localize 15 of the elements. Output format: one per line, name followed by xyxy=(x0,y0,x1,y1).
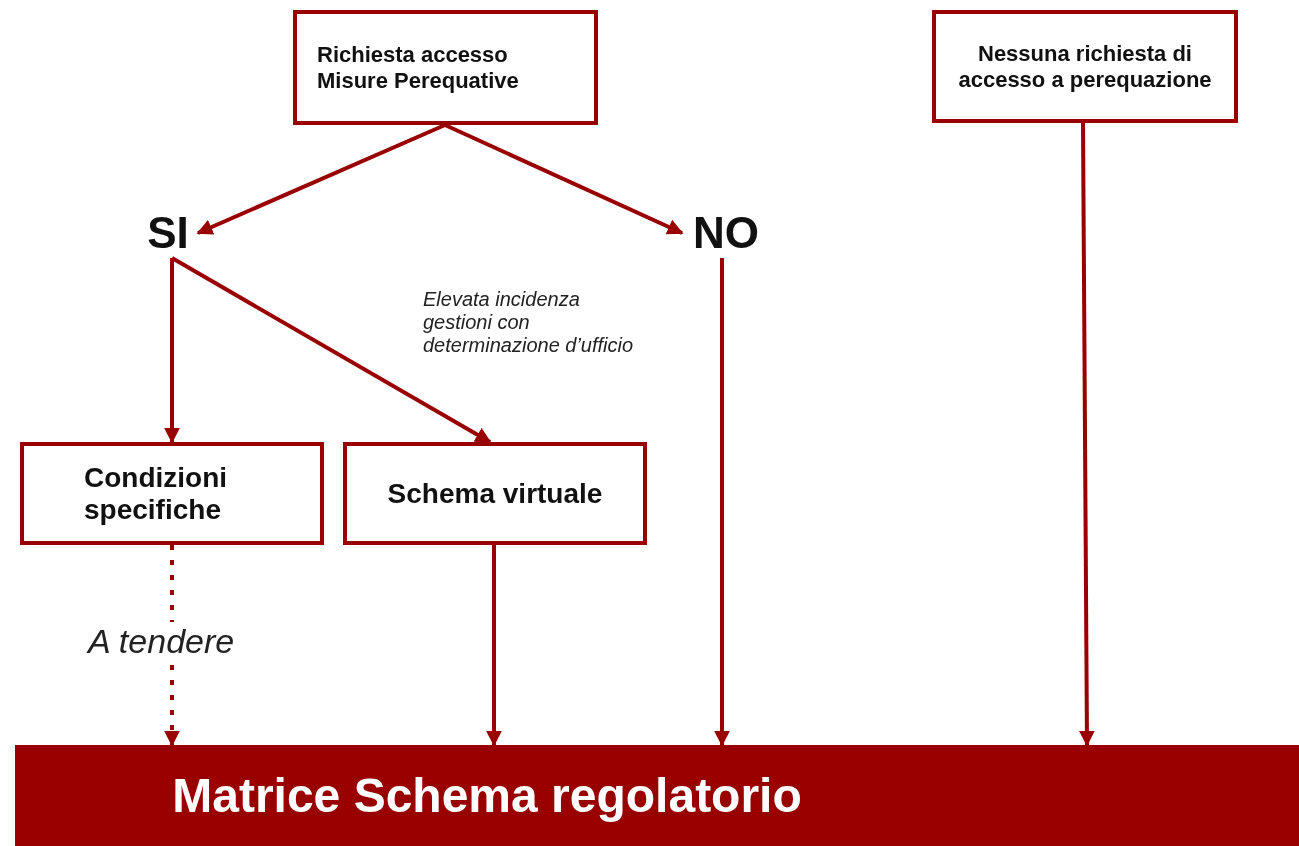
process-box: Schema virtuale xyxy=(343,442,647,545)
result-band: Matrice Schema regolatorio xyxy=(15,745,1299,846)
process-box: Nessuna richiesta di accesso a perequazione xyxy=(932,10,1238,123)
dotted-arrow xyxy=(164,545,180,747)
arrow xyxy=(486,545,502,747)
arrow xyxy=(171,256,492,444)
process-box: Condizioni specifiche xyxy=(20,442,324,545)
arrow xyxy=(444,123,684,235)
arrow xyxy=(196,123,446,235)
decision-label: NO xyxy=(686,208,766,258)
process-box: Richiesta accesso Misure Perequative xyxy=(293,10,598,125)
arrow xyxy=(714,258,730,747)
arrow xyxy=(164,258,180,444)
arrow xyxy=(1078,123,1095,747)
decision-label: SI xyxy=(142,208,194,258)
